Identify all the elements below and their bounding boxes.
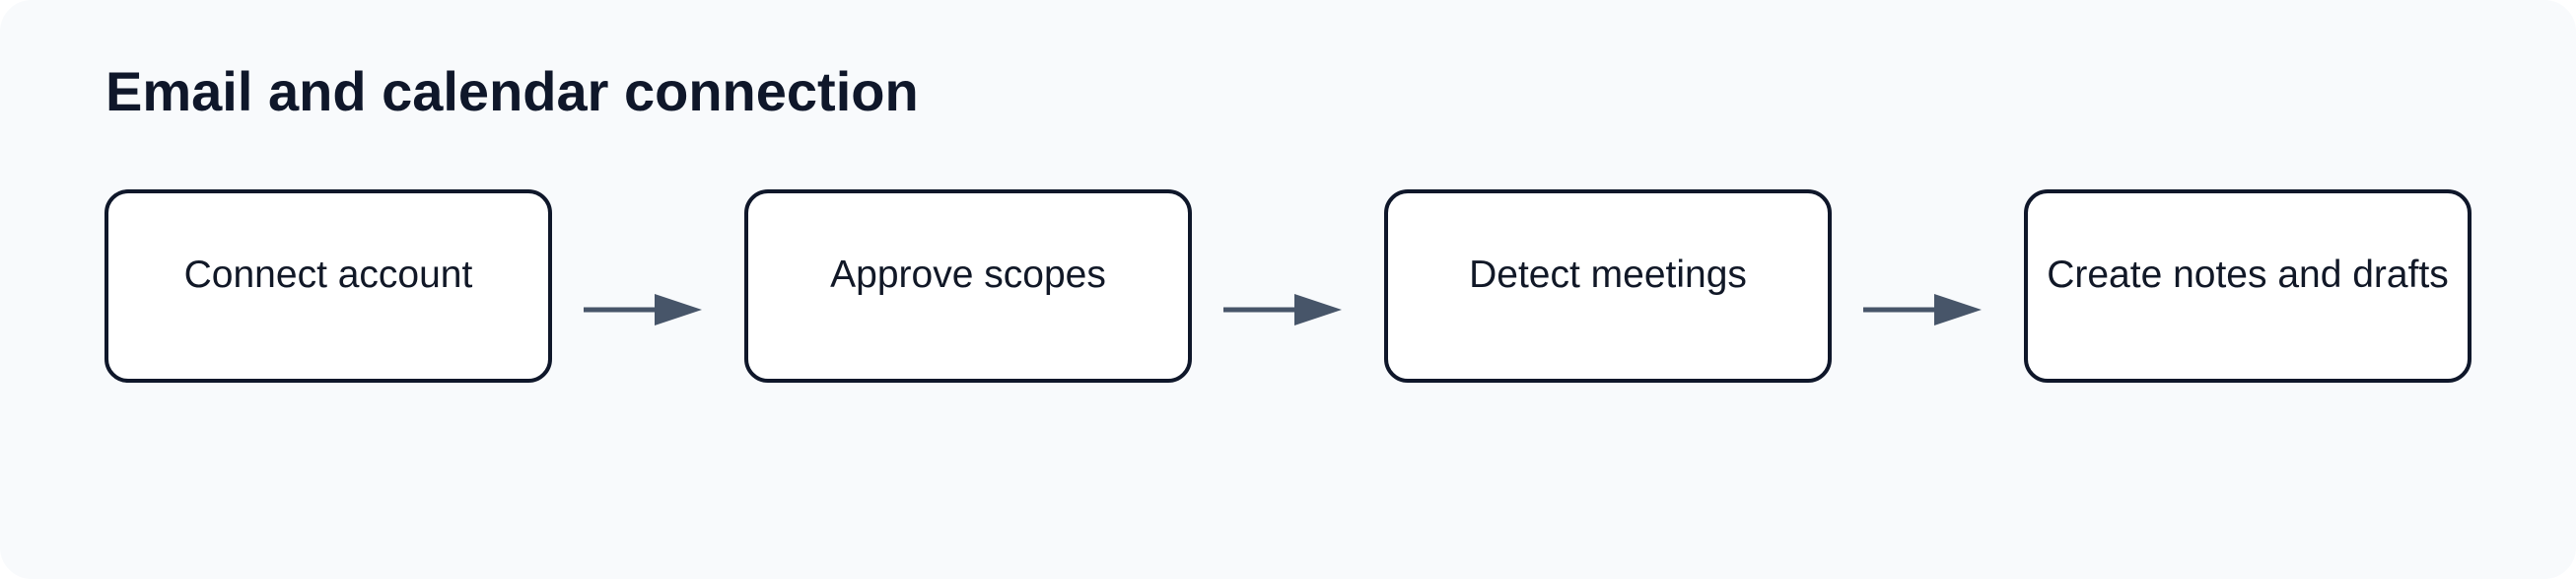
diagram-title: Email and calendar connection	[105, 60, 919, 122]
arrow-right-icon	[1863, 294, 1982, 326]
step-detect-meetings: Detect meetings	[1384, 189, 1832, 383]
arrow-right-icon	[1223, 294, 1342, 326]
step-label: Detect meetings	[1469, 253, 1747, 296]
step-label: Approve scopes	[830, 253, 1106, 296]
step-create-notes-and-drafts: Create notes and drafts	[2024, 189, 2472, 383]
step-connect-account: Connect account	[104, 189, 552, 383]
arrow-right-icon	[584, 294, 702, 326]
step-label: Connect account	[183, 253, 473, 296]
step-label: Create notes and drafts	[2047, 253, 2449, 296]
step-approve-scopes: Approve scopes	[744, 189, 1192, 383]
